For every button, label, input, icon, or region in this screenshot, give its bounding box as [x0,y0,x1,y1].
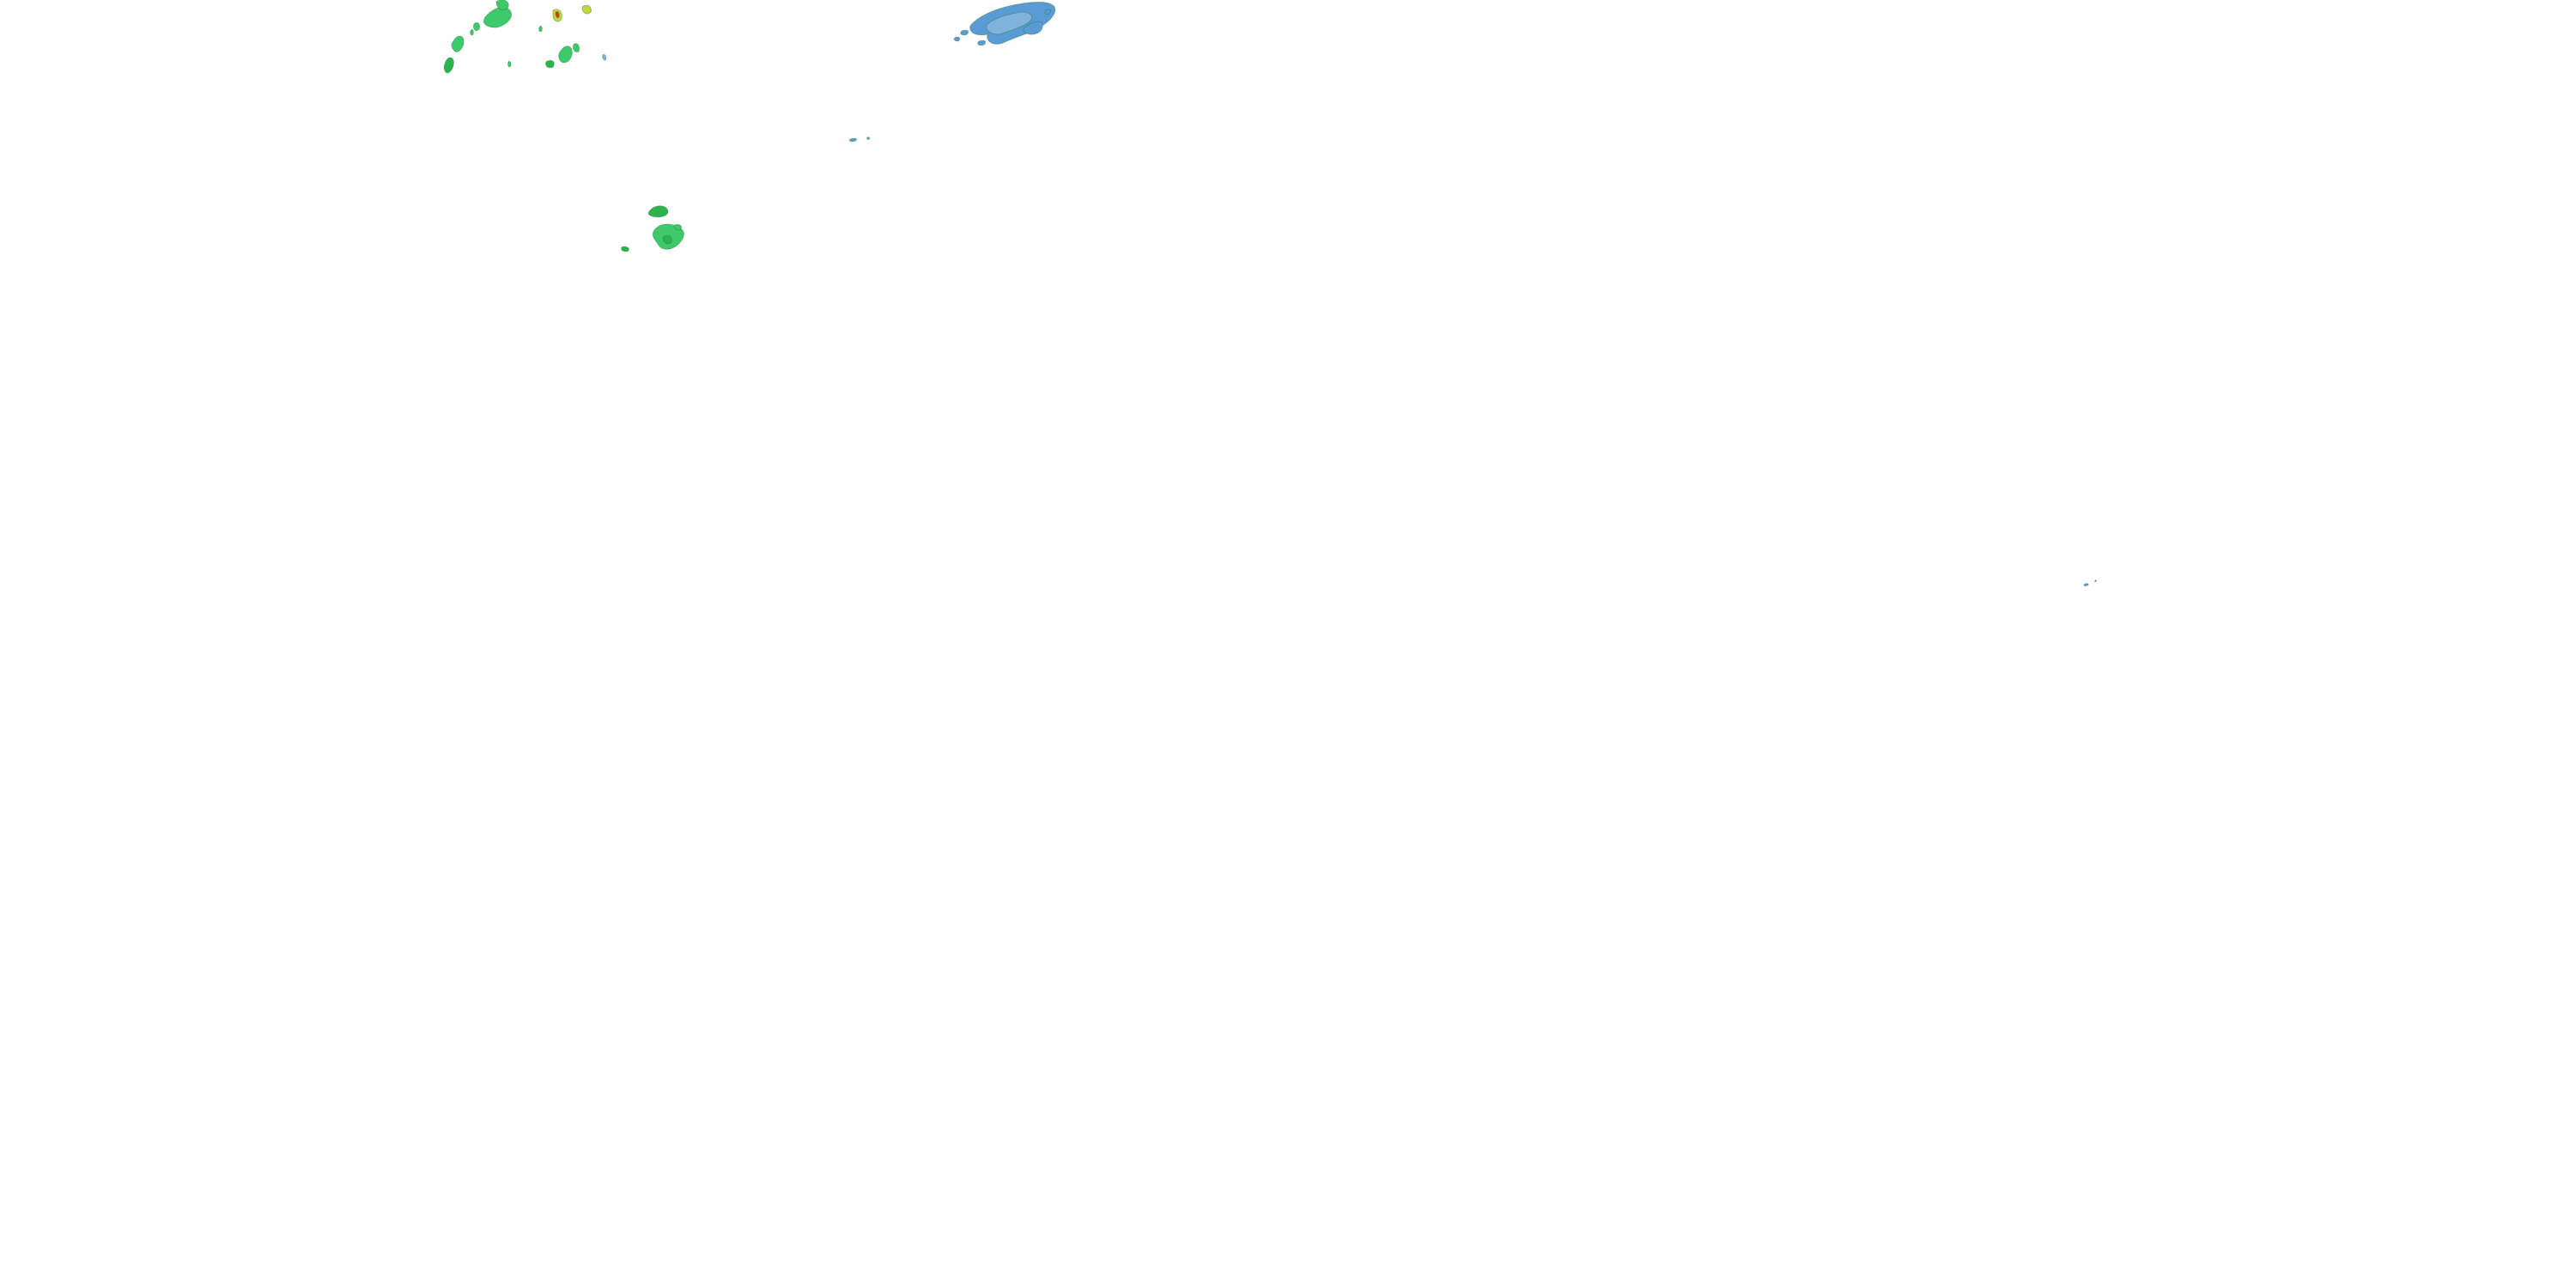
precip-cell [538,25,543,33]
precip-cell [545,60,555,69]
precipitation-cluster-west [621,205,684,252]
precipitation-cluster-northwest [443,0,607,74]
precip-cell [451,35,465,52]
precip-band-core [986,11,1033,35]
precip-cell [621,246,629,252]
precip-cell [573,43,580,52]
precip-streak [960,29,969,36]
precip-cell [602,54,607,61]
precip-cell [558,46,573,64]
precip-cell [866,137,871,140]
precip-cell [443,57,454,74]
precip-cell-core [555,11,560,19]
precip-speck [2083,583,2089,586]
precip-streak [1044,9,1052,15]
precipitation-echo-east [2083,580,2097,586]
precip-cell-core [662,235,672,245]
precip-cell [849,137,857,143]
precip-streak [953,36,961,42]
precip-cell [470,28,474,36]
precip-cell [495,0,509,10]
precipitation-echo-small [849,137,871,143]
precip-speck [2094,580,2097,582]
precip-band [1023,21,1043,35]
precip-streak [977,39,986,46]
precip-cell [483,6,512,28]
precipitation-cluster-north [953,2,1056,46]
precip-cell [507,61,512,68]
precip-cell [647,205,669,218]
precip-cell [581,5,592,15]
precip-cell [473,22,480,31]
precip-cell [674,224,682,231]
